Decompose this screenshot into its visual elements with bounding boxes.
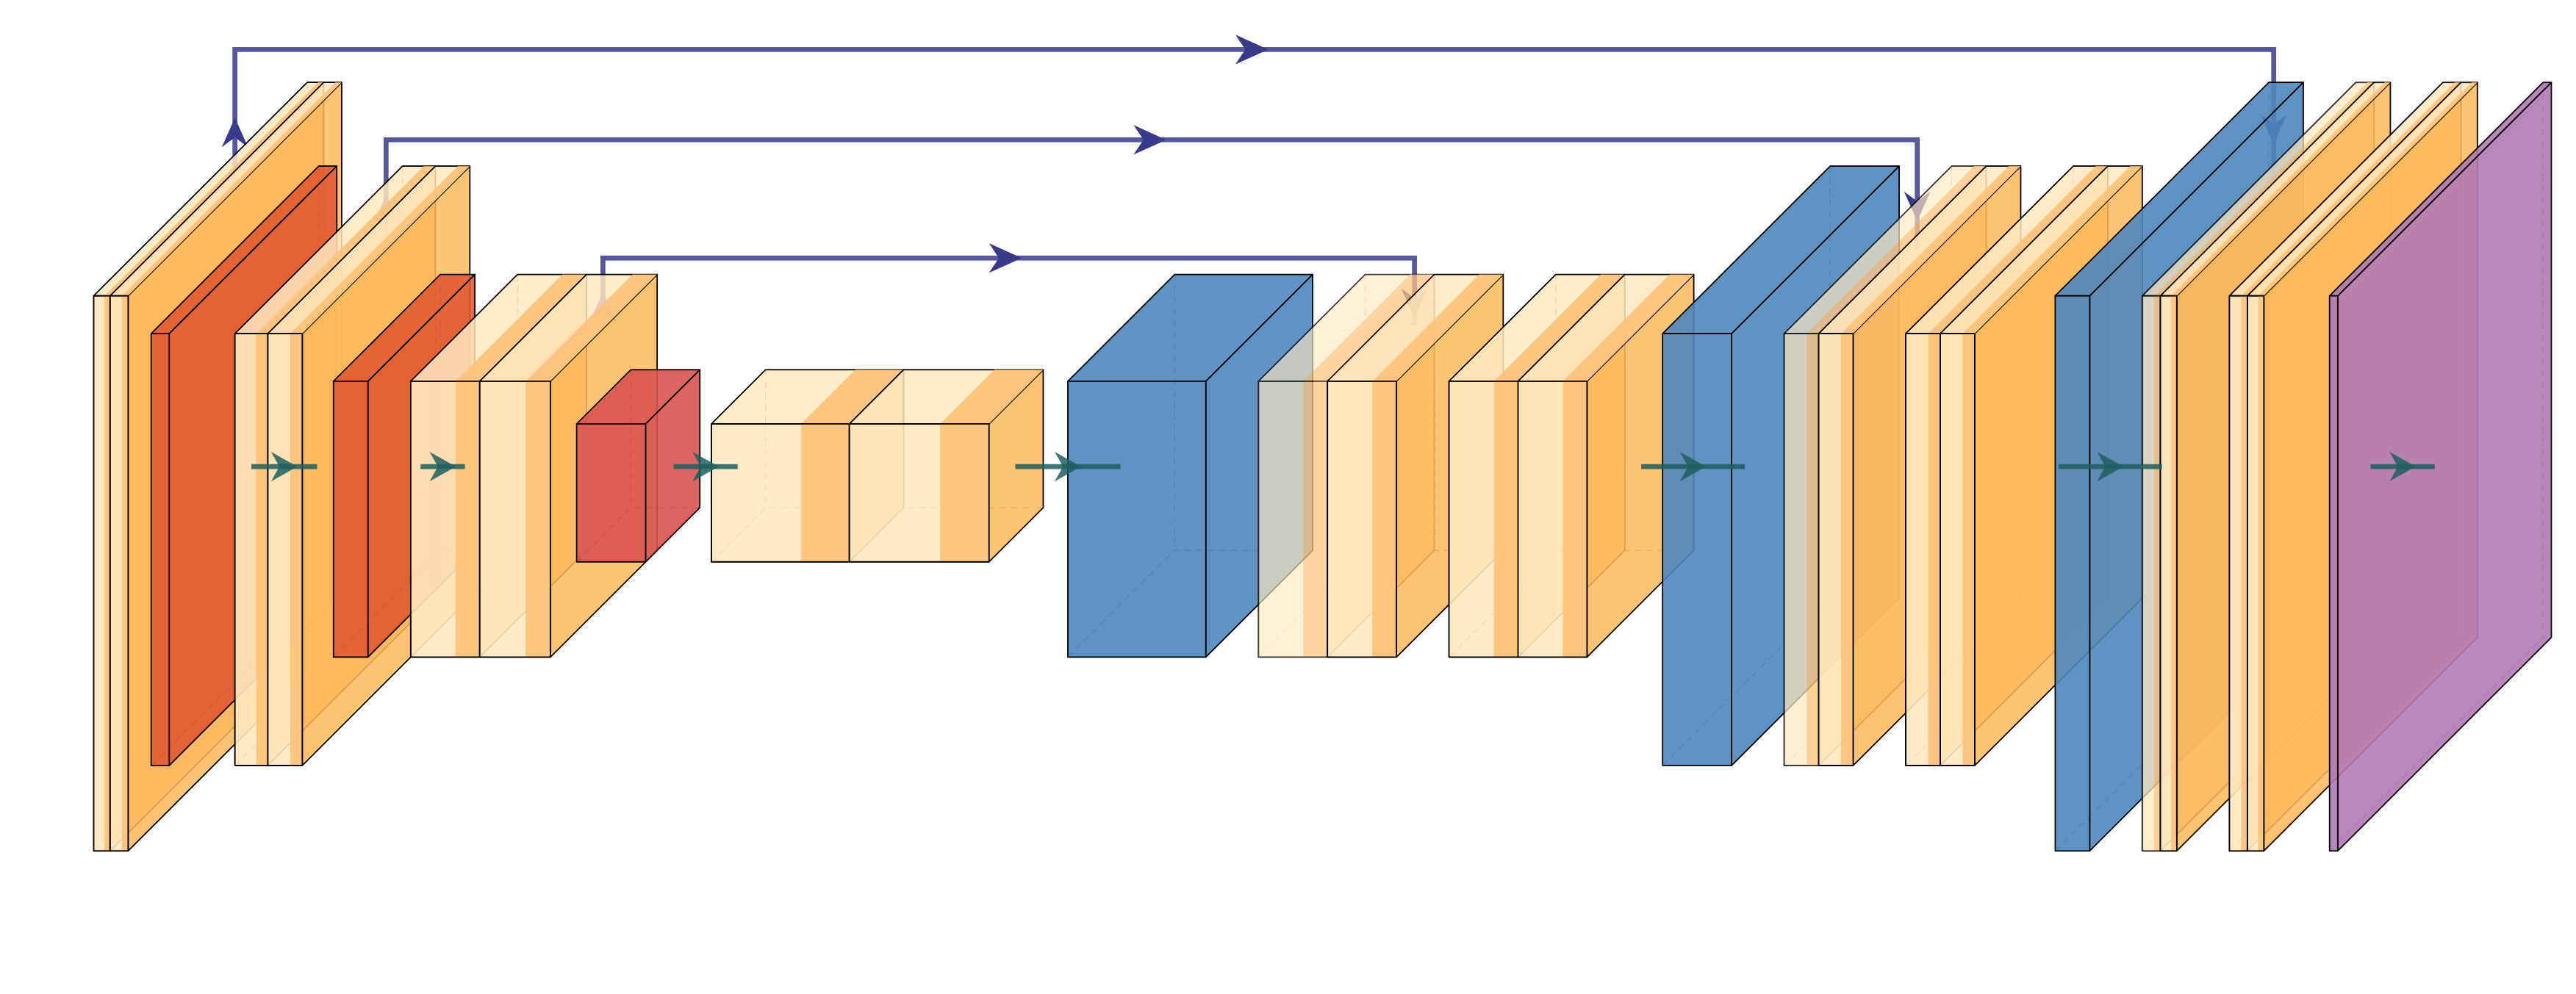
layers (93, 82, 2552, 852)
unpool-front-face (1067, 381, 1207, 658)
conv-front-band (1962, 334, 1975, 766)
conv-front-outline (848, 423, 990, 563)
conv-top-band (2153, 82, 2375, 296)
conv-top-band (104, 82, 324, 296)
conv-top-band (1962, 166, 2142, 334)
conv-top-band (1303, 274, 1435, 381)
conv-front-band (940, 424, 989, 562)
flow-arrow (1641, 452, 1745, 482)
unpool-front-face (2054, 295, 2091, 852)
conv-front-band (800, 424, 850, 562)
softmax-front-face (2328, 295, 2339, 852)
softmax-layer (2328, 82, 2552, 852)
arrowhead-icon (692, 452, 719, 482)
conv-front-outline (2247, 295, 2265, 852)
conv-front-band (2258, 295, 2264, 851)
conv-top-band (940, 370, 1044, 425)
arrowhead-icon (2097, 452, 2124, 482)
conv-top-band (2241, 82, 2461, 296)
conv-top-band (1493, 274, 1625, 381)
conv-front-band (1928, 334, 1940, 766)
conv-top-band (290, 166, 470, 334)
conv-top-band (1841, 166, 2021, 334)
conv-front-outline (1517, 381, 1588, 658)
arrowhead-icon (1679, 452, 1707, 482)
right-arrowhead-icon (1235, 35, 1269, 65)
conv-front-outline (2159, 295, 2178, 852)
conv-front-band (1807, 334, 1819, 766)
conv-front-band (525, 381, 550, 658)
conv-front-band (1563, 381, 1587, 658)
conv-front-band (290, 334, 303, 766)
conv-top-band (525, 274, 658, 381)
up-arrowhead-icon (221, 118, 248, 148)
conv-top-band (1372, 274, 1504, 381)
conv-top-band (2258, 82, 2478, 296)
conv-front-band (1303, 381, 1328, 658)
conv-top-band (121, 82, 342, 296)
conv-front-band (2153, 295, 2161, 851)
conv-front-band (1841, 334, 1854, 766)
pool_small-layer (575, 369, 701, 563)
conv-front-outline (1818, 333, 1854, 766)
conv-front-outline (1940, 333, 1976, 766)
conv-front-outline (109, 295, 129, 852)
skip-connection (373, 125, 1931, 251)
skip-connection (221, 35, 2287, 186)
conv-front-band (2170, 295, 2177, 851)
flow-arrow (251, 452, 317, 482)
conv-front-outline (478, 381, 551, 658)
right-arrowhead-icon (989, 243, 1022, 273)
conv-top-band (2170, 82, 2391, 296)
unpool-front-face (1662, 333, 1732, 766)
conv-front-band (2241, 295, 2247, 851)
flow-arrow (2370, 452, 2435, 482)
pool-front-face (150, 333, 171, 766)
conv-front-outline (267, 333, 304, 766)
flow-arrow (673, 452, 738, 482)
conv-top-band (1928, 166, 2108, 334)
conv-top-band (800, 370, 904, 425)
conv-front-band (455, 381, 480, 658)
conv-top-band (256, 166, 436, 334)
conv-top-band (1563, 274, 1694, 381)
conv-top-band (455, 274, 587, 381)
right-arrowhead-icon (1133, 125, 1167, 155)
flow-arrows (251, 452, 2435, 482)
flow-arrow (420, 452, 465, 482)
arrowhead-icon (2389, 452, 2417, 482)
conv-front-band (1372, 381, 1397, 658)
conv-front-band (256, 334, 268, 766)
skip-path (232, 47, 2277, 186)
skip-path (383, 137, 1920, 251)
conv-layer (848, 369, 1044, 563)
flow-arrow (1015, 452, 1121, 482)
conv-front-band (1493, 381, 1518, 658)
arrowhead-icon (1055, 452, 1081, 482)
conv-top-band (1807, 166, 1987, 334)
conv-front-band (121, 295, 129, 851)
pool_small-front-face (575, 423, 647, 563)
conv-front-outline (1327, 381, 1397, 658)
arrowhead-icon (270, 452, 298, 482)
conv-front-band (104, 295, 110, 851)
arrowhead-icon (429, 452, 456, 482)
pool-front-face (332, 381, 369, 658)
flow-arrow (2058, 452, 2162, 482)
unpool-layer (1067, 273, 1313, 658)
